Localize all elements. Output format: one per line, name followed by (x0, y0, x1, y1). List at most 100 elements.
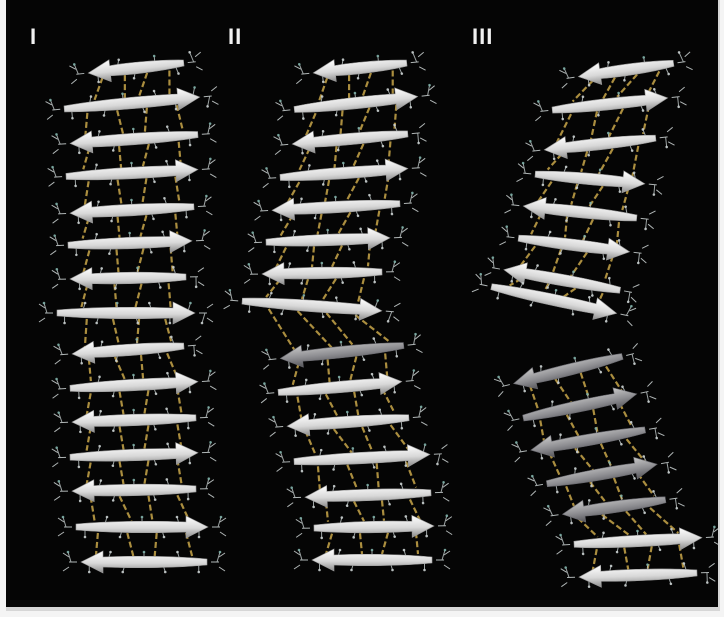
column-ii-hbond (312, 246, 314, 267)
column-iii-hbond (602, 515, 630, 536)
column-i-hbond (155, 533, 157, 556)
column-ii-hbond (334, 429, 352, 453)
column-i-hbond (175, 214, 177, 236)
column-ii-strand (276, 442, 449, 474)
column-i-hbond (120, 392, 124, 415)
column-ii-strand (294, 549, 450, 572)
panel-label-i: I (30, 26, 37, 48)
column-i-hbond (136, 284, 142, 307)
column-ii-hbond (338, 212, 350, 233)
column-iii-hbond (617, 74, 637, 96)
column-ii-hbond (354, 392, 358, 415)
column-iii-hbond (650, 508, 678, 533)
column-iii-hbond (566, 486, 574, 506)
column-i-hbond (169, 283, 171, 307)
column-ii-hbond (377, 463, 379, 488)
column-i-strand (54, 406, 215, 434)
column-ii-hbond (363, 73, 371, 96)
column-ii-hbond (299, 149, 309, 170)
column-iii-strand (503, 379, 656, 433)
column-ii-hbond (297, 397, 301, 419)
column-i-hbond (148, 496, 152, 521)
column-ii-hbond (385, 353, 387, 377)
column-i-hbond (96, 533, 98, 556)
column-ii-strand (273, 121, 426, 157)
column-ii-hbond (382, 501, 384, 521)
column-iii-strand (556, 525, 720, 556)
column-i-hbond (144, 425, 148, 448)
column-ii-hbond (328, 360, 330, 383)
column-ii-strand (294, 50, 426, 86)
column-i-strand (52, 441, 217, 469)
column-iii-strand (533, 85, 687, 123)
column-ii-hbond (325, 180, 329, 202)
column-iii-hbond (563, 288, 575, 296)
column-i-hbond (142, 178, 146, 203)
column-ii-strand (259, 369, 420, 405)
column-i-hbond (120, 496, 132, 521)
column-iii-hbond (591, 111, 597, 139)
column-iii-hbond (578, 518, 598, 537)
column-iii-strand (525, 125, 675, 163)
column-i-hbond (116, 249, 118, 272)
column-iii-strand (504, 193, 656, 231)
column-ii-strand (268, 405, 427, 439)
column-iii-hbond (603, 78, 615, 100)
column-i-hbond (120, 462, 124, 485)
column-i-strand (52, 265, 204, 290)
column-i-strand (58, 516, 226, 539)
column-iii-hbond (609, 109, 623, 137)
panel-label-ii: II (228, 26, 242, 48)
column-ii-hbond (350, 356, 356, 379)
column-i-hbond (141, 355, 143, 378)
column-i-hbond (113, 319, 119, 345)
column-ii-hbond (318, 466, 320, 490)
column-i-hbond (119, 146, 121, 168)
column-iii-strand (516, 161, 663, 196)
column-ii-strand (244, 260, 400, 285)
beta-sheet-rendering (6, 0, 720, 611)
column-i-hbond (118, 180, 122, 205)
column-i-hbond (117, 110, 123, 134)
column-iii-hbond (548, 154, 562, 170)
column-ii-hbond (298, 311, 332, 348)
column-ii-hbond (341, 110, 343, 134)
column-i-strand (45, 84, 218, 122)
column-ii-hbond (359, 108, 369, 132)
column-ii-hbond (332, 246, 342, 267)
column-ii-hbond (326, 313, 352, 344)
column-iii-hbond (593, 549, 597, 570)
column-i-hbond (87, 428, 91, 451)
figure-image: I II III (6, 0, 720, 611)
column-i-hbond (140, 215, 146, 236)
column-iii-strand (559, 50, 693, 91)
column-ii-hbond (406, 462, 416, 488)
column-ii-hbond (360, 533, 362, 554)
column-ii-hbond (382, 533, 388, 554)
column-iii-strand (561, 561, 716, 589)
column-iii-hbond (624, 548, 628, 570)
column-iii-hbond (626, 511, 646, 534)
column-iii-strand (499, 225, 649, 265)
column-i-hbond (144, 390, 148, 413)
column-ii-strand (275, 83, 436, 122)
column-ii-strand (254, 191, 419, 222)
column-ii-hbond (354, 144, 364, 166)
column-ii-hbond (266, 280, 280, 297)
column-i-strand (51, 122, 216, 156)
column-i-strand (52, 369, 217, 400)
column-i-hbond (83, 218, 89, 238)
column-ii-hbond (269, 309, 295, 351)
column-i-strand (39, 302, 213, 325)
panel-label-iii: III (472, 26, 493, 48)
column-i-strand (54, 477, 214, 502)
column-i-hbond (118, 217, 120, 238)
column-i-hbond (127, 533, 133, 556)
column-i-hbond (89, 359, 91, 381)
column-ii-hbond (375, 211, 379, 233)
column-ii-strand (248, 226, 409, 254)
column-i-strand (48, 157, 217, 188)
column-ii-hbond (334, 146, 336, 168)
column-ii-hbond (326, 394, 338, 417)
column-i-strand (63, 551, 225, 574)
